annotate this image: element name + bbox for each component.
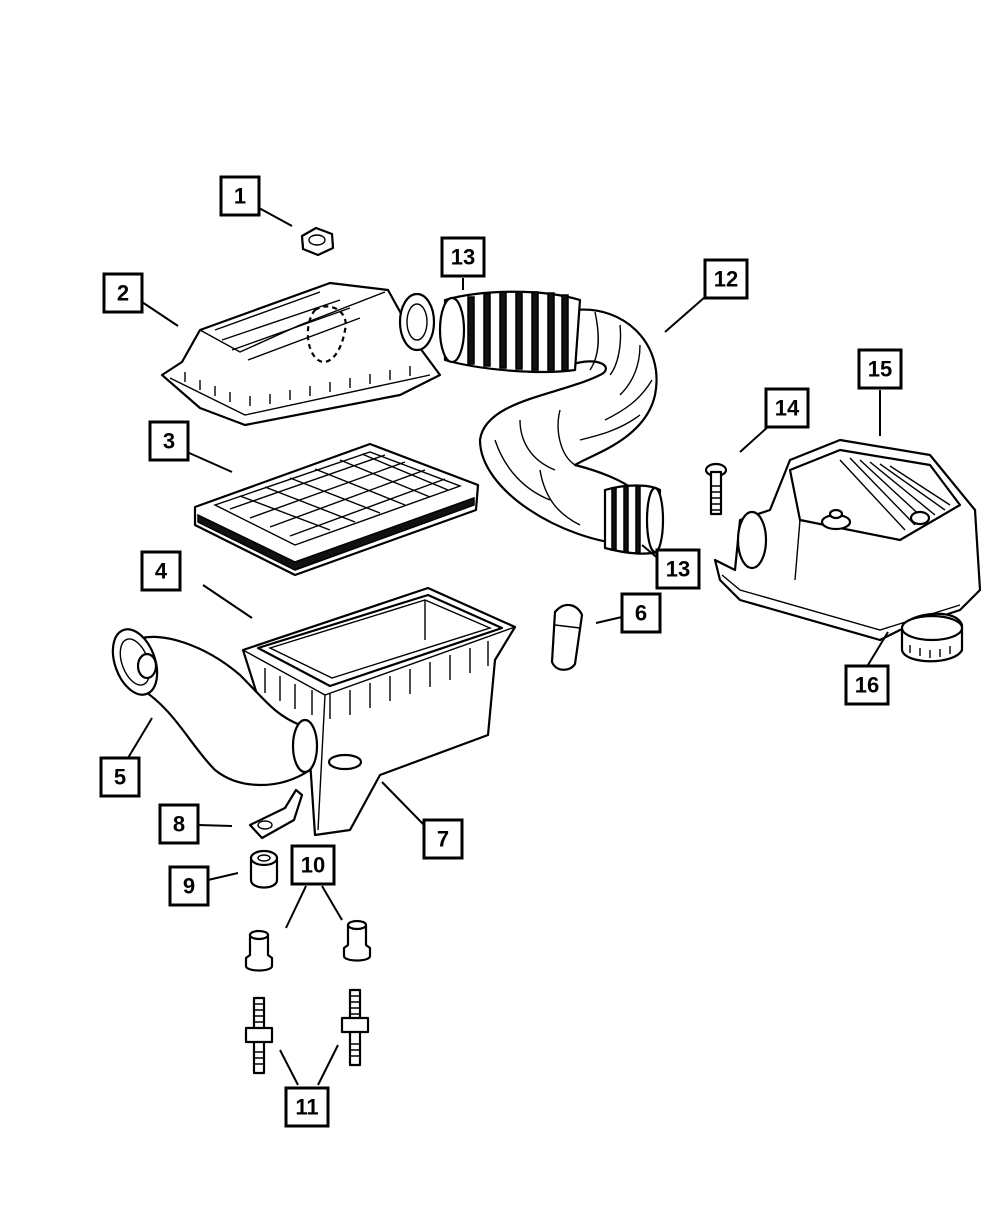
- callout-14-label: 14: [775, 396, 800, 421]
- callout-5: 5: [99, 756, 141, 798]
- part-8-mounting-bracket: [248, 788, 304, 840]
- cover-rib-tabs: [184, 366, 411, 406]
- part-4-air-box-housing: [241, 586, 517, 837]
- isolator-left: [244, 929, 274, 972]
- callout-3: 3: [148, 420, 190, 462]
- part-1-nut: [300, 226, 335, 257]
- part-6-clip: [550, 603, 584, 671]
- part-11-studs: [244, 988, 370, 1075]
- callout-6-label: 6: [635, 601, 647, 626]
- part-16-outlet-fitting: [900, 612, 964, 663]
- part-9-grommet: [249, 849, 279, 889]
- callout-9-label: 9: [183, 874, 195, 899]
- callout-15-label: 15: [868, 357, 892, 382]
- callout-8: 8: [158, 803, 200, 845]
- resonator-ribs: [839, 457, 951, 531]
- callout-13-lower-label: 13: [666, 557, 690, 582]
- callout-16-label: 16: [855, 673, 879, 698]
- callout-11: 11: [284, 1086, 330, 1128]
- part-13-hose-coupler-upper: [438, 290, 582, 374]
- callout-8-label: 8: [173, 812, 185, 837]
- callout-7: 7: [422, 818, 464, 860]
- callout-2: 2: [102, 272, 144, 314]
- callout-13-upper: 13: [440, 236, 486, 278]
- part-5-outlet-duct: [111, 628, 319, 786]
- callout-1: 1: [219, 175, 261, 217]
- stud-right: [340, 988, 370, 1067]
- isolator-right: [342, 919, 372, 962]
- callout-4-label: 4: [155, 559, 168, 584]
- callout-7-label: 7: [437, 827, 449, 852]
- callout-4: 4: [140, 550, 182, 592]
- part-3-air-filter-element: [193, 442, 480, 577]
- callout-12-label: 12: [714, 267, 738, 292]
- callout-10-label: 10: [301, 853, 325, 878]
- callout-12: 12: [703, 258, 749, 300]
- callout-15: 15: [857, 348, 903, 390]
- stud-left: [244, 996, 274, 1075]
- callout-10: 10: [290, 844, 336, 886]
- callout-5-label: 5: [114, 765, 126, 790]
- housing-ribs: [264, 641, 489, 719]
- callout-16: 16: [844, 664, 890, 706]
- callout-11-label: 11: [295, 1095, 318, 1120]
- callout-1-label: 1: [234, 184, 246, 209]
- part-14-bolt: [704, 462, 728, 516]
- callout-14: 14: [764, 387, 810, 429]
- part-2-air-cleaner-cover: [160, 281, 442, 427]
- part-15-resonator: [713, 438, 982, 642]
- callout-9: 9: [168, 865, 210, 907]
- callout-2-label: 2: [117, 281, 129, 306]
- callout-3-label: 3: [163, 429, 175, 454]
- part-10-isolators: [244, 919, 372, 972]
- part-13-hose-coupler-lower: [603, 484, 665, 555]
- callout-13-upper-label: 13: [451, 245, 475, 270]
- callout-6: 6: [620, 592, 662, 634]
- leader-lines: [127, 207, 889, 1086]
- callout-13-lower: 13: [655, 548, 701, 590]
